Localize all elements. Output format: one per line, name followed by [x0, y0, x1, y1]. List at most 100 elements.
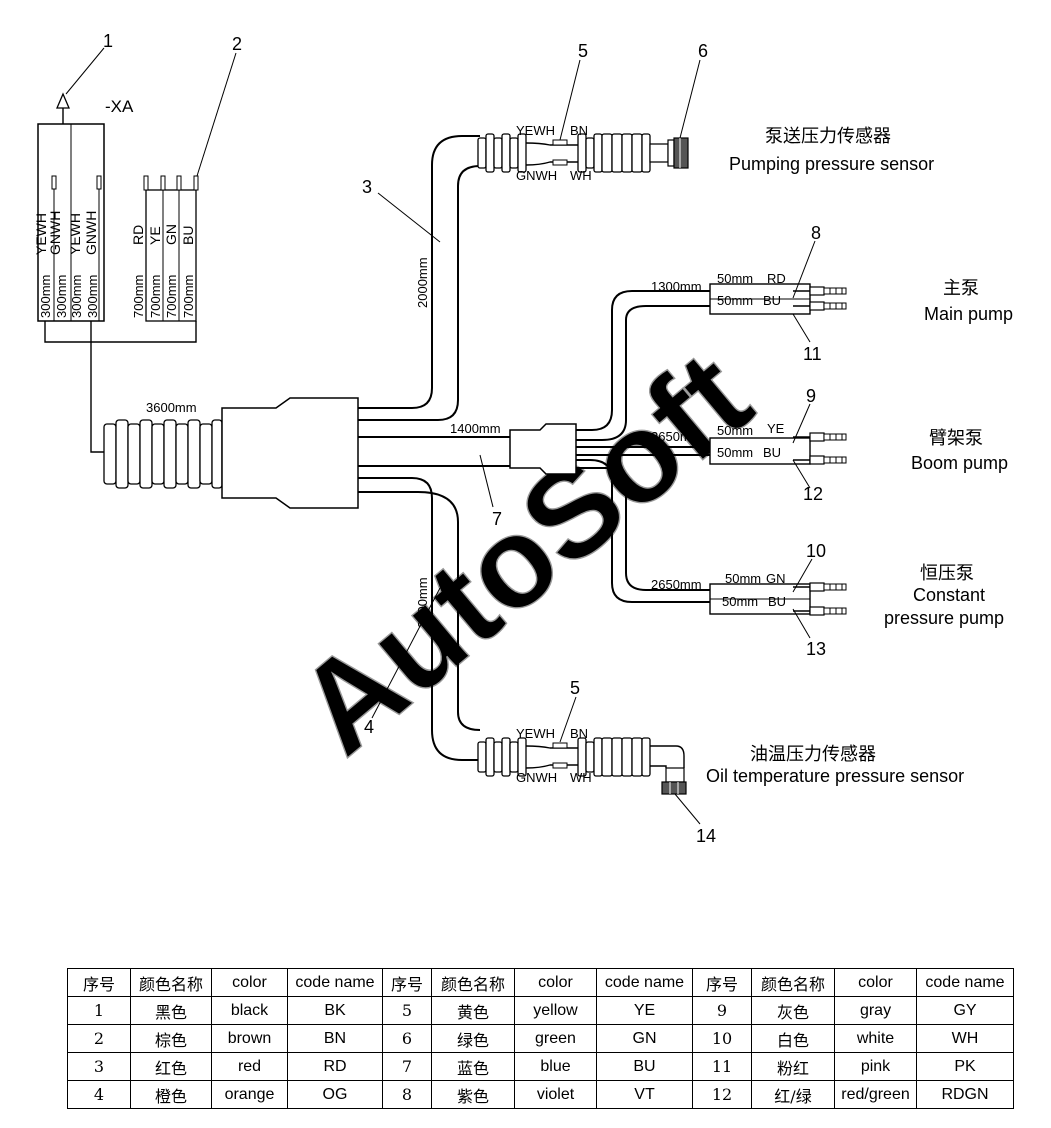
left-wire-4-color: GNWH	[83, 211, 99, 255]
boom-pump-label-en: Boom pump	[911, 453, 1008, 473]
middle-branch-length: 1400mm	[450, 421, 501, 436]
main-trunk: 3600mm	[103, 397, 359, 509]
bus-lines	[44, 321, 197, 453]
table-cell: 粉红	[751, 1052, 835, 1081]
callout-11: 11	[803, 344, 822, 364]
table-cell: 12	[692, 1080, 752, 1109]
callout-6: 6	[698, 41, 708, 61]
terminal-pin	[793, 606, 847, 616]
table-cell: 红色	[130, 1052, 212, 1081]
boom-pump-wire-1-color: YE	[767, 421, 785, 436]
oil-sensor-connector: YEWH BN GNWH WH	[477, 726, 687, 795]
table-cell: brown	[211, 1024, 288, 1053]
table-cell: RD	[287, 1052, 383, 1081]
boom-pump-wire-2-length: 50mm	[717, 445, 753, 460]
pumping-sensor-label-en: Pumping pressure sensor	[729, 154, 934, 174]
callout-2: 2	[232, 34, 242, 54]
boom-pump-wire-2-color: BU	[763, 445, 781, 460]
right-wire-1-length: 700mm	[131, 275, 146, 318]
table-cell: 橙色	[130, 1080, 212, 1109]
table-cell: green	[514, 1024, 597, 1053]
oil-wire-top-left: YEWH	[516, 726, 555, 741]
left-wire-3-color: YEWH	[67, 213, 83, 255]
constant-pump-label-en-1: Constant	[913, 585, 985, 605]
table-cell: 11	[692, 1052, 752, 1081]
table-cell: 白色	[751, 1024, 835, 1053]
wiring-harness-diagram: AutoSoft -XA YEWH GNWH YEWH GNWH 300mm 3…	[33, 31, 1013, 846]
table-cell: BK	[287, 996, 383, 1025]
xa-label: -XA	[105, 97, 134, 116]
table-header-cell: 颜色名称	[431, 968, 515, 997]
left-wire-2-length: 300mm	[54, 275, 69, 318]
main-pump-label-en: Main pump	[924, 304, 1013, 324]
callout-leaders	[65, 47, 816, 825]
pumping-branch-length: 2000mm	[415, 257, 430, 308]
right-wire-3-color: GN	[163, 224, 179, 245]
branch-cables: 2000mm 1400mm 2300mm	[358, 135, 510, 761]
connector-xa: -XA	[56, 92, 134, 124]
pumping-wire-top-right: BN	[570, 123, 588, 138]
left-wire-block: YEWH GNWH YEWH GNWH 300mm 300mm 300mm 30…	[33, 123, 105, 322]
table-cell: 4	[67, 1080, 131, 1109]
constant-pump-branch-length: 2650mm	[651, 577, 702, 592]
table-header-cell: 颜色名称	[751, 968, 835, 997]
oil-wire-bottom-left: GNWH	[516, 770, 557, 785]
boom-pump-branch-length: 2650mm	[651, 429, 702, 444]
table-header-cell: code name	[916, 968, 1014, 997]
callout-12: 12	[803, 484, 823, 504]
table-cell: VT	[596, 1080, 693, 1109]
left-wire-4-length: 300mm	[85, 275, 100, 318]
table-cell: white	[834, 1024, 917, 1053]
table-cell: RDGN	[916, 1080, 1014, 1109]
left-wire-2-color: GNWH	[47, 211, 63, 255]
table-header-cell: code name	[596, 968, 693, 997]
main-pump-wire-1-length: 50mm	[717, 271, 753, 286]
callout-9: 9	[806, 386, 816, 406]
table-cell: BN	[287, 1024, 383, 1053]
trunk-length: 3600mm	[146, 400, 197, 415]
constant-pump-wire-1-color: GN	[766, 571, 786, 586]
main-pump-wires: 50mm RD 50mm BU	[709, 271, 811, 315]
table-cell: 8	[382, 1080, 432, 1109]
right-wire-4-length: 700mm	[181, 275, 196, 318]
watermark: AutoSoft	[270, 324, 777, 782]
table-cell: 10	[692, 1024, 752, 1053]
pumping-bellows-right	[577, 133, 651, 173]
constant-pump-label-en-2: pressure pump	[884, 608, 1004, 628]
table-cell: red/green	[834, 1080, 917, 1109]
table-cell: 灰色	[751, 996, 835, 1025]
callout-numbers: 1 2 3 5 6 8 11 9 12 7 10 13 4 5 14	[103, 31, 826, 846]
left-wire-1-color: YEWH	[33, 213, 49, 255]
table-header-cell: color	[514, 968, 597, 997]
boom-pump-label-cn: 臂架泵	[929, 428, 983, 449]
oil-sensor-label-cn: 油温压力传感器	[750, 744, 876, 765]
table-cell: 7	[382, 1052, 432, 1081]
callout-5-top: 5	[578, 41, 588, 61]
table-header-cell: 颜色名称	[130, 968, 212, 997]
terminal-pins	[793, 286, 847, 616]
table-header-cell: 序号	[382, 968, 432, 997]
callout-14: 14	[696, 826, 716, 846]
right-wire-3-length: 700mm	[164, 275, 179, 318]
table-header-cell: code name	[287, 968, 383, 997]
pumping-wire-bottom-left: GNWH	[516, 168, 557, 183]
constant-pump-wires: 50mm GN 50mm BU	[709, 571, 811, 615]
callout-10: 10	[806, 541, 826, 561]
table-header-cell: 序号	[692, 968, 752, 997]
constant-pump-label-cn: 恒压泵	[920, 563, 974, 584]
main-pump-branch-length: 1300mm	[651, 279, 702, 294]
constant-pump-wire-2-length: 50mm	[722, 594, 758, 609]
callout-8: 8	[811, 223, 821, 243]
table-cell: pink	[834, 1052, 917, 1081]
callout-1: 1	[103, 31, 113, 51]
left-wire-3-length: 300mm	[69, 275, 84, 318]
right-wire-4-color: BU	[180, 226, 196, 245]
table-cell: 黄色	[431, 996, 515, 1025]
table-cell: orange	[211, 1080, 288, 1109]
main-pump-wire-2-color: BU	[763, 293, 781, 308]
table-cell: blue	[514, 1052, 597, 1081]
